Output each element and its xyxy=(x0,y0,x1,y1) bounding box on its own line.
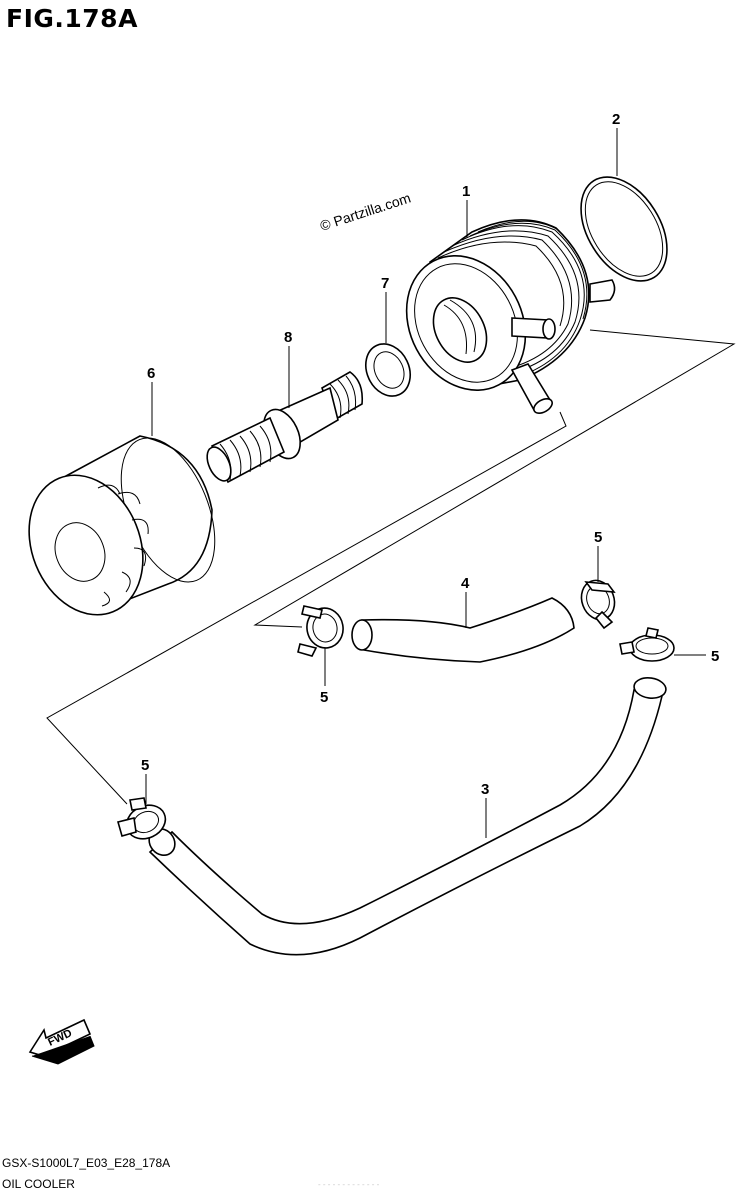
callout-5d: 5 xyxy=(141,757,149,774)
model-code: GSX-S1000L7_E03_E28_178A xyxy=(2,1156,171,1170)
figure-title: FIG.178A xyxy=(6,4,138,33)
callout-5a: 5 xyxy=(594,529,602,546)
part-hose-lower[interactable] xyxy=(144,676,667,956)
section-name: OIL COOLER xyxy=(2,1177,75,1191)
assembly-outline-top xyxy=(253,329,736,628)
part-hose-upper[interactable] xyxy=(351,597,575,663)
callout-3: 3 xyxy=(481,781,489,798)
callout-4: 4 xyxy=(461,575,470,592)
footer-faint-text: - - - - - - - - - - - - - xyxy=(318,1180,380,1189)
part-union-bolt[interactable] xyxy=(202,371,364,485)
assembly-outline xyxy=(46,411,567,805)
callout-6: 6 xyxy=(147,365,155,382)
part-oil-cooler[interactable] xyxy=(384,219,616,416)
part-oil-filter[interactable] xyxy=(9,425,234,632)
part-clamp-c[interactable] xyxy=(297,605,346,657)
part-clamp-d[interactable] xyxy=(117,797,171,845)
copyright-watermark: © Partzilla.com xyxy=(318,189,413,233)
part-clamp-b[interactable] xyxy=(619,627,675,662)
part-clamp-a[interactable] xyxy=(576,576,620,630)
part-o-ring[interactable] xyxy=(563,162,684,297)
callout-7: 7 xyxy=(381,275,389,292)
callout-2: 2 xyxy=(612,111,620,128)
fwd-arrow-icon: FWD xyxy=(28,1018,95,1065)
callout-5c: 5 xyxy=(320,689,328,706)
callout-1: 1 xyxy=(462,183,470,200)
part-gasket[interactable] xyxy=(358,337,419,404)
callout-5b: 5 xyxy=(711,648,719,665)
callout-8: 8 xyxy=(284,329,292,346)
